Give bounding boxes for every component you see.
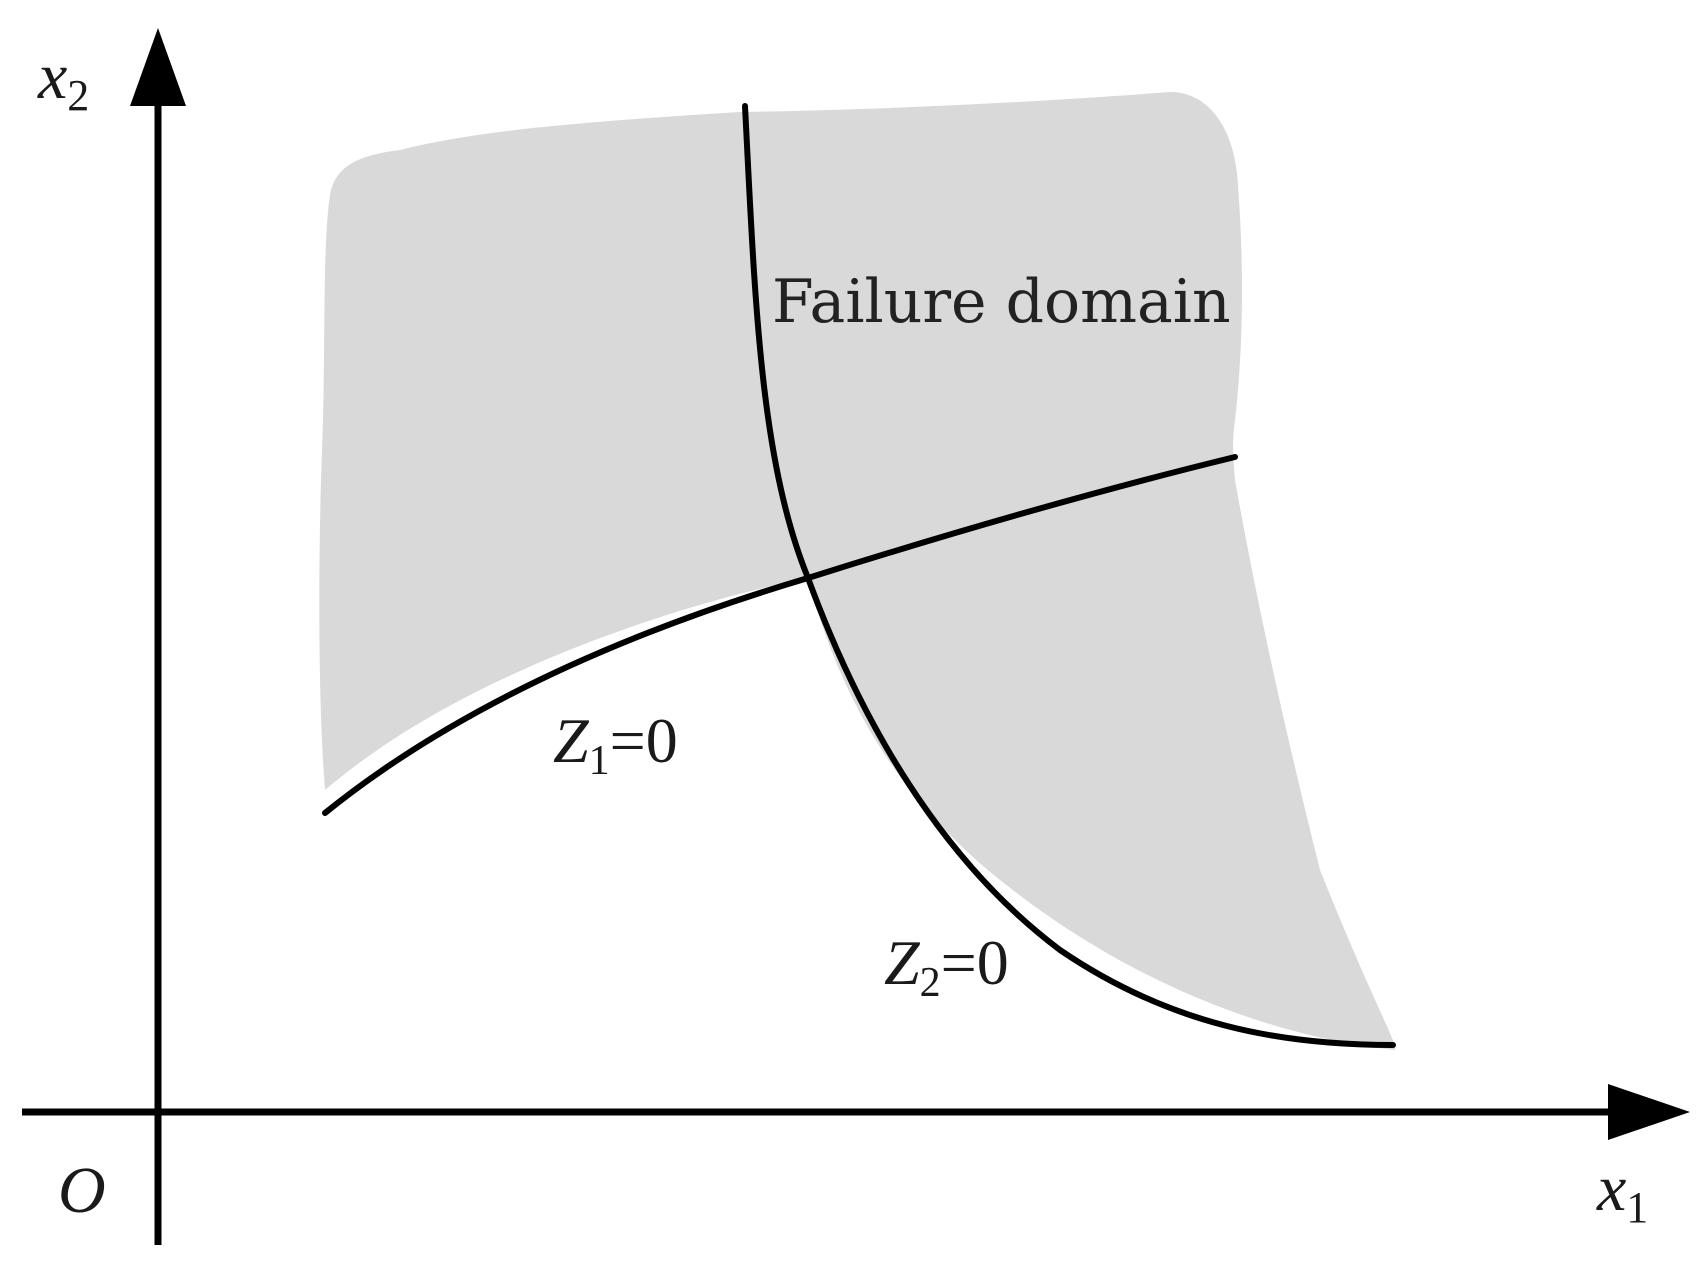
curve-z2 — [742, 103, 1396, 1048]
curve-z1-var: Z — [553, 705, 590, 776]
y-axis-label: x2 — [37, 40, 89, 120]
curve-z2-label: Z2=0 — [884, 927, 1009, 1006]
x-axis-sub: 1 — [1626, 1183, 1648, 1232]
curve-z2-var: Z — [884, 927, 921, 998]
x-axis-arrowhead — [1608, 1084, 1690, 1140]
failure-region — [319, 92, 1395, 1050]
curve-z1-label: Z1=0 — [553, 705, 678, 784]
curve-z1 — [322, 454, 1238, 816]
curve-z2-sub: 2 — [920, 960, 941, 1006]
y-axis-var: x — [37, 40, 67, 113]
curve-z1-eq: =0 — [610, 705, 678, 776]
origin-label: O — [58, 1154, 106, 1227]
y-axis-arrowhead — [130, 28, 186, 106]
failure-domain-label: Failure domain — [772, 267, 1231, 337]
x-axis-var: x — [1596, 1152, 1626, 1225]
x-axis-label: x1 — [1596, 1152, 1648, 1232]
y-axis-sub: 2 — [67, 71, 89, 120]
curve-z1-sub: 1 — [589, 738, 610, 784]
curve-z2-eq: =0 — [941, 927, 1009, 998]
